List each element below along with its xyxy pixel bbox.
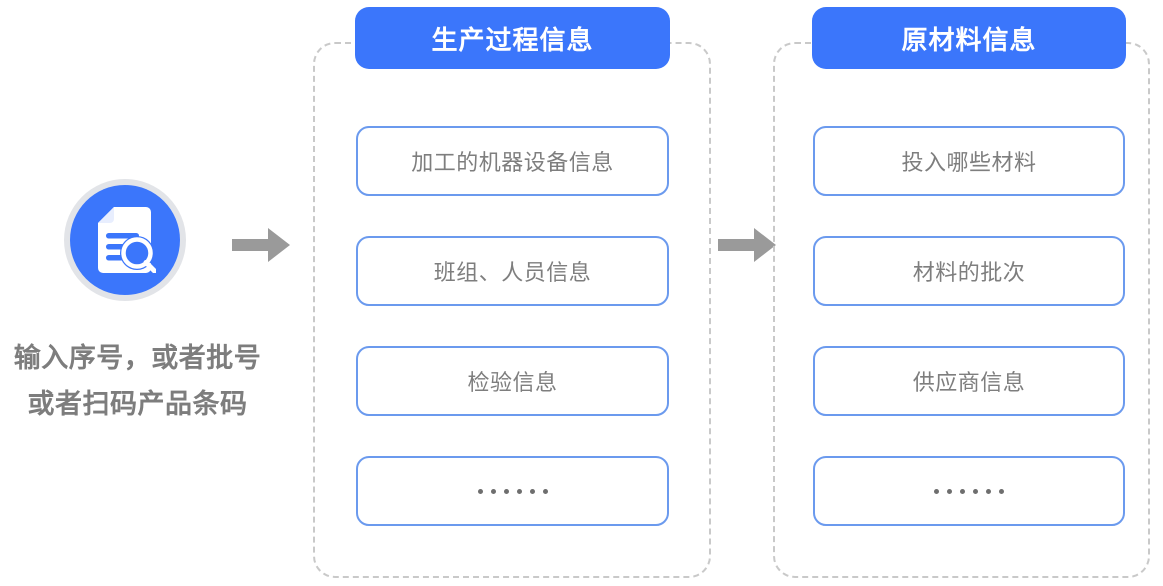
input-entry-block: 输入序号，或者批号 或者扫码产品条码 (0, 180, 275, 440)
arrow-right-icon (718, 228, 776, 262)
input-caption-line-1: 输入序号，或者批号 (13, 343, 262, 373)
item-box-ellipsis[interactable] (813, 456, 1125, 526)
item-box[interactable]: 材料的批次 (813, 236, 1125, 306)
group-header-raw-material[interactable]: 原材料信息 (812, 7, 1126, 69)
input-caption: 输入序号，或者批号 或者扫码产品条码 (0, 335, 275, 427)
item-label: 班组、人员信息 (433, 260, 592, 285)
group-header-production-process[interactable]: 生产过程信息 (355, 7, 670, 69)
item-box[interactable]: 投入哪些材料 (813, 126, 1125, 196)
ellipsis-dots (477, 488, 548, 494)
item-box[interactable]: 加工的机器设备信息 (356, 126, 669, 196)
item-label: 材料的批次 (912, 260, 1026, 285)
item-box-ellipsis[interactable] (356, 456, 669, 526)
ellipsis-dots (934, 488, 1004, 494)
item-box[interactable]: 班组、人员信息 (356, 236, 669, 306)
item-box[interactable]: 检验信息 (356, 346, 669, 416)
item-label: 加工的机器设备信息 (411, 150, 614, 175)
arrow-right-icon (232, 228, 290, 262)
item-label: 检验信息 (467, 370, 558, 395)
item-label: 投入哪些材料 (901, 150, 1037, 175)
document-search-icon (70, 185, 180, 295)
input-caption-line-2: 或者扫码产品条码 (27, 389, 248, 419)
item-label: 供应商信息 (912, 370, 1026, 395)
item-box[interactable]: 供应商信息 (813, 346, 1125, 416)
